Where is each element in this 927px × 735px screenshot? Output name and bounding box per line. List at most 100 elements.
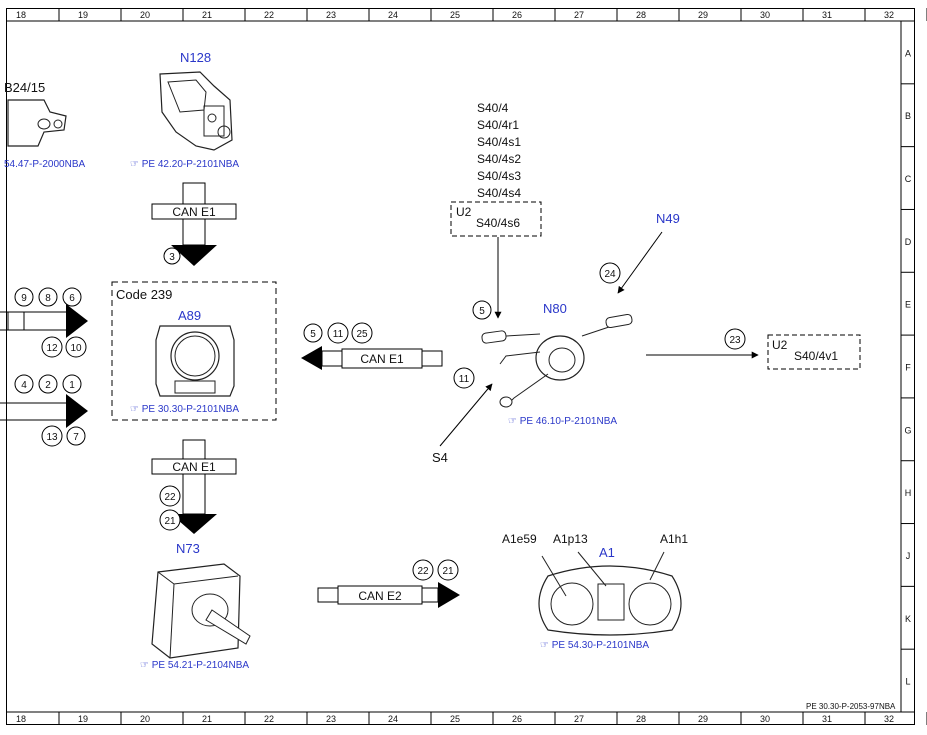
bottom-ruler-label: 28 xyxy=(636,714,646,724)
bottom-ruler-label: 25 xyxy=(450,714,460,724)
side-ruler-label: E xyxy=(905,300,911,310)
a89-component: Code 239 A89 ☞ PE 30.30-P-2101NBA xyxy=(111,281,277,421)
a1-component: A1e59 A1p13 A1 A1h1 ☞ PE 54.30-P-2101NBA xyxy=(502,532,688,651)
can-e1-top-label: CAN E1 xyxy=(172,205,216,219)
b24-component: B24/15 54.47-P-2000NBA xyxy=(4,80,85,170)
bottom-ruler-label: 31 xyxy=(822,714,832,724)
side-ruler-label: L xyxy=(905,677,910,687)
ref-circle xyxy=(599,262,621,284)
bottom-ruler-label: 20 xyxy=(140,714,150,724)
s40v-tag: U2 xyxy=(772,338,788,352)
ref-circle-number: 10 xyxy=(70,343,82,354)
n80-ref: ☞ PE 46.10-P-2101NBA xyxy=(508,416,617,427)
ref-circle-number: 11 xyxy=(459,374,470,385)
ref-circle xyxy=(453,367,475,389)
n73-component: N73 ☞ PE 54.21-P-2104NBA xyxy=(140,541,251,671)
bottom-ruler-label: 30 xyxy=(760,714,770,724)
ref-circle-number: 5 xyxy=(310,329,316,340)
top-ruler-label: 19 xyxy=(78,10,88,20)
s40-4s6-box: U2 S40/4s6 xyxy=(450,201,542,237)
b24-label: B24/15 xyxy=(4,80,45,95)
ref-circle-number: 5 xyxy=(479,306,485,317)
side-ruler-label: B xyxy=(905,111,911,121)
can-e1-bottom-bus: CAN E1 xyxy=(151,439,237,534)
s4-label: S4 xyxy=(432,450,448,465)
bottom-ruler-label: 24 xyxy=(388,714,398,724)
can-e1-mid-label: CAN E1 xyxy=(360,352,404,366)
s40v-item: S40/4v1 xyxy=(794,349,838,363)
bottom-ruler-label: 23 xyxy=(326,714,336,724)
n128-component: N128 ☞ PE 42.20-P-2101NBA xyxy=(130,50,239,170)
side-ruler-label: D xyxy=(905,237,912,247)
can-e1-mid-bus: CAN E1 xyxy=(301,346,443,370)
ref-circle-number: 1 xyxy=(69,380,75,391)
ref-circle xyxy=(472,300,492,320)
n49-arrow xyxy=(617,231,663,294)
ref-circle xyxy=(159,509,181,531)
s40-list-item: S40/4s3 xyxy=(477,169,521,183)
can-e1-bottom-label: CAN E1 xyxy=(172,460,216,474)
a1-ref: ☞ PE 54.30-P-2101NBA xyxy=(540,640,649,651)
ref-circle-number: 21 xyxy=(442,566,454,577)
s40-4v1-box: U2 S40/4v1 xyxy=(767,334,861,370)
ref-circle xyxy=(351,322,373,344)
ref-circle xyxy=(303,323,323,343)
bottom-ruler-label: 27 xyxy=(574,714,584,724)
ref-circle-number: 9 xyxy=(21,293,27,304)
ref-circle-number: 12 xyxy=(46,343,58,354)
ref-circle xyxy=(437,559,459,581)
s40-list-item: S40/4s2 xyxy=(477,152,521,166)
top-ruler-label: 18 xyxy=(16,10,26,20)
a1e59-label: A1e59 xyxy=(502,532,537,546)
bottom-ruler-label: 21 xyxy=(202,714,212,724)
ref-circle-number: 8 xyxy=(45,293,51,304)
s40-list-item: S40/4 xyxy=(477,101,509,115)
ref-circle-number: 24 xyxy=(604,269,616,280)
ref-circle xyxy=(14,374,34,394)
ref-circle-number: 7 xyxy=(73,432,79,443)
side-ruler-label: F xyxy=(905,363,911,373)
s4-arrow xyxy=(439,383,493,447)
top-ruler-label: 23 xyxy=(326,10,336,20)
top-ruler-label: 24 xyxy=(388,10,398,20)
ref-circle-number: 22 xyxy=(164,492,176,503)
top-ruler-label: 20 xyxy=(140,10,150,20)
ref-circle xyxy=(41,336,63,358)
s40-list-item: S40/4s4 xyxy=(477,186,521,200)
ref-circle-number: 25 xyxy=(356,329,368,340)
bottom-ruler-label: 26 xyxy=(512,714,522,724)
n128-ref: ☞ PE 42.20-P-2101NBA xyxy=(130,159,239,170)
left-arrow-lower xyxy=(0,394,88,428)
ref-circle xyxy=(412,559,434,581)
left-arrow-upper xyxy=(0,304,88,338)
ref-circle-number: 21 xyxy=(164,516,176,527)
side-ruler-label: A xyxy=(905,48,911,58)
top-ruler-label: 32 xyxy=(884,10,894,20)
ref-circle-number: 2 xyxy=(45,380,51,391)
a89-code-label: Code 239 xyxy=(116,287,172,302)
side-ruler-label: J xyxy=(906,551,911,561)
side-ruler-label: G xyxy=(904,425,911,435)
ref-circle xyxy=(724,328,746,350)
ref-circle xyxy=(62,374,82,394)
ref-circle xyxy=(66,426,86,446)
n80-component: N80 ☞ PE 46.10-P-2101NBA xyxy=(481,301,633,427)
footer-code: PE 30.30-P-2053-97NBA xyxy=(806,702,896,711)
bottom-ruler-label: 19 xyxy=(78,714,88,724)
drawing-frame xyxy=(6,8,915,725)
s40-list-item: S40/4r1 xyxy=(477,118,519,132)
a1p13-label: A1p13 xyxy=(553,532,588,546)
a89-label: A89 xyxy=(178,308,201,323)
s40-box-tag: U2 xyxy=(456,205,472,219)
n80-label: N80 xyxy=(543,301,567,316)
side-ruler-label: K xyxy=(905,614,911,624)
top-ruler-label: 30 xyxy=(760,10,770,20)
top-ruler-label: 22 xyxy=(264,10,274,20)
top-ruler-label: 26 xyxy=(512,10,522,20)
